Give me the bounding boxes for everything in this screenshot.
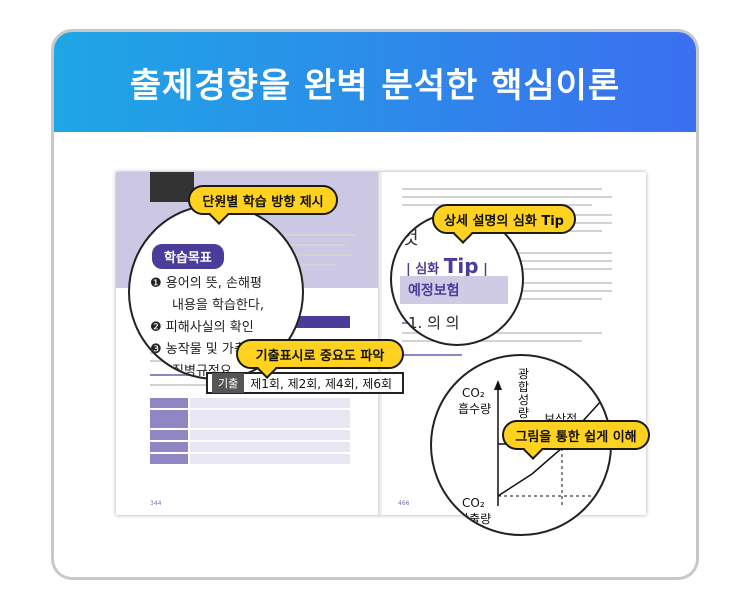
callout-deep-tip: 상세 설명의 심화 Tip — [432, 204, 576, 234]
graph-vertical-label: 광합성량 — [518, 367, 530, 420]
banner-title: 출제경향을 완벽 분석한 핵심이론 — [129, 65, 621, 106]
chapter-tab — [150, 172, 194, 202]
learning-goal-pill: 학습목표 — [152, 244, 224, 269]
graph-y-bottom-2: 방출량 — [458, 512, 492, 526]
tip-peek-text: 것 — [402, 228, 419, 249]
promo-card: 출제경향을 완벽 분석한 핵심이론 — [54, 32, 696, 577]
title-banner: 출제경향을 완벽 분석한 핵심이론 — [54, 32, 696, 132]
tip-word: Tip — [443, 254, 479, 278]
callout-unit-direction: 단원별 학습 방향 제시 — [188, 185, 338, 215]
goal-item-1: ❶ 용어의 뜻, 손해평 — [150, 276, 262, 291]
goal-item-3: ❸ 농작물 및 가축 — [150, 342, 246, 357]
goal-item-2: ❷ 피해사실의 확인 — [150, 320, 254, 335]
tip-line: 1. 의 의 — [408, 314, 460, 332]
graph-y-bottom-1: CO₂ — [462, 496, 485, 510]
callout-exam-importance: 기출표시로 중요도 파악 — [236, 339, 404, 369]
callout-graph-understanding: 그림을 통한 쉽게 이해 — [502, 420, 650, 450]
goal-item-1-cont: 내용을 학습한다, — [172, 298, 264, 313]
exam-rounds: 제1회, 제2회, 제4회, 제6회 — [250, 376, 392, 391]
right-page-number: 466 — [398, 500, 410, 507]
tip-section-box — [400, 276, 508, 304]
graph-y-top-2: 흡수량 — [458, 402, 492, 416]
exam-label: 기출 — [212, 373, 245, 393]
tip-section-title: 예정보험 — [408, 283, 460, 299]
graph-y-top-1: CO₂ — [462, 386, 485, 400]
left-page-number: 344 — [150, 500, 162, 507]
term-table — [150, 398, 350, 466]
tip-heading: | 심화 Tip | — [406, 254, 488, 278]
exam-mark-box: 기출 제1회, 제2회, 제4회, 제6회 — [206, 372, 404, 394]
